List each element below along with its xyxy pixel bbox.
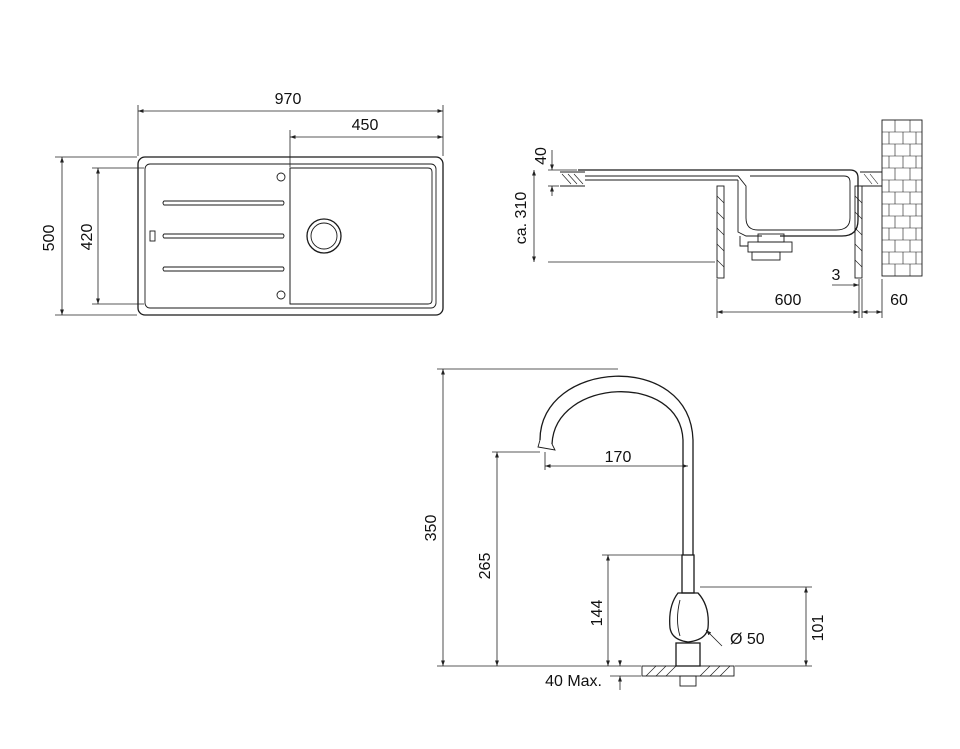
label-450: 450 bbox=[352, 117, 379, 134]
label-40: 40 bbox=[533, 147, 550, 165]
label-500: 500 bbox=[41, 225, 58, 252]
label-3: 3 bbox=[832, 267, 841, 284]
label-170: 170 bbox=[605, 449, 632, 466]
faucet-view: 350 265 170 144 101 Ø 50 40 Max. bbox=[423, 368, 827, 690]
faucet-shank bbox=[679, 675, 697, 687]
label-420: 420 bbox=[79, 224, 96, 251]
dim-diameter-leader bbox=[705, 629, 723, 647]
drain-outer bbox=[306, 218, 342, 254]
label-ca-310: ca. 310 bbox=[513, 192, 530, 245]
drainer-grooves bbox=[162, 200, 285, 272]
tap-hole-bottom bbox=[276, 290, 286, 300]
label-600: 600 bbox=[775, 292, 802, 309]
label-350: 350 bbox=[423, 515, 440, 542]
drain-inner bbox=[310, 222, 338, 250]
label-diameter-50: Ø 50 bbox=[730, 631, 765, 648]
faucet-countertop bbox=[641, 665, 735, 677]
label-970: 970 bbox=[275, 91, 302, 108]
sink-side-view: 40 ca. 310 600 3 60 bbox=[513, 119, 923, 318]
sink-bowl bbox=[289, 167, 433, 305]
faucet-stem bbox=[681, 554, 695, 594]
overflow-slot bbox=[149, 230, 156, 242]
sink-top-view: 970 450 500 420 bbox=[41, 91, 444, 316]
label-40-max: 40 Max. bbox=[545, 673, 602, 690]
cabinet-sides bbox=[716, 185, 863, 279]
spout-outer bbox=[539, 375, 694, 555]
spout-inner bbox=[551, 391, 684, 555]
sink-inner-rim bbox=[144, 163, 437, 309]
label-265: 265 bbox=[477, 553, 494, 580]
sink-profile bbox=[578, 169, 859, 261]
faucet-body bbox=[669, 592, 709, 643]
label-144: 144 bbox=[589, 600, 606, 627]
sink-outline bbox=[137, 156, 444, 316]
label-60: 60 bbox=[890, 292, 908, 309]
countertop bbox=[560, 171, 882, 187]
faucet-base bbox=[675, 642, 701, 667]
label-101: 101 bbox=[810, 615, 827, 642]
brick-wall bbox=[881, 119, 923, 277]
tap-hole-top bbox=[276, 172, 286, 182]
